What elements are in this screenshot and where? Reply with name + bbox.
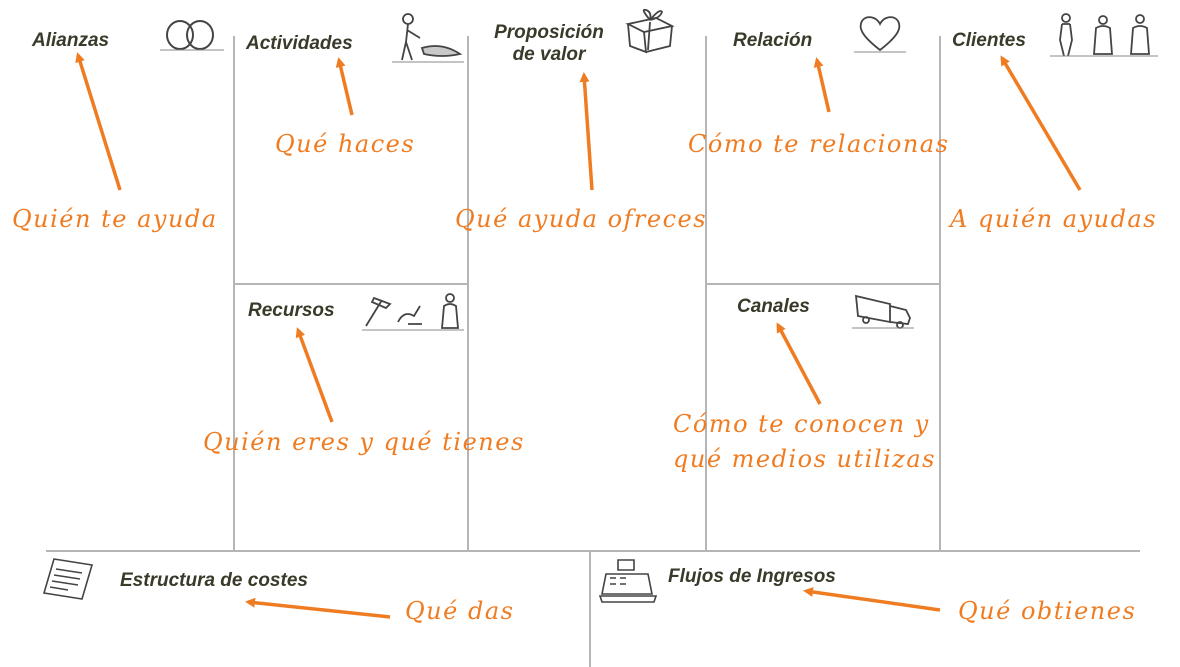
title-clientes: Clientes	[952, 30, 1026, 51]
hint-canales-line1: Cómo te conocen y	[673, 410, 930, 438]
arrow-clientes	[1000, 55, 1082, 191]
title-relacion: Relación	[733, 30, 813, 51]
title-actividades: Actividades	[246, 33, 353, 54]
title-recursos: Recursos	[248, 300, 335, 321]
arrow-recursos	[295, 327, 334, 423]
arrow-relacion	[813, 57, 831, 113]
title-propuesta-line1: Proposición	[494, 22, 604, 43]
title-alianzas: Alianzas	[32, 30, 110, 51]
title-ingresos: Flujos de Ingresos	[668, 566, 836, 587]
arrow-alianzas	[75, 52, 122, 191]
hint-clientes: A quién ayudas	[950, 205, 1158, 233]
title-canales: Canales	[737, 296, 810, 317]
hint-actividades: Qué haces	[275, 130, 416, 158]
hint-ingresos: Qué obtienes	[958, 597, 1137, 625]
receipt-icon	[42, 558, 94, 600]
heart-icon	[854, 16, 906, 53]
hint-recursos: Quién eres y qué tienes	[203, 428, 525, 456]
arrow-costes	[245, 597, 391, 619]
tools-icon	[362, 293, 464, 331]
rings-icon	[160, 20, 224, 51]
truck-icon	[852, 294, 914, 329]
cash-register-icon	[598, 559, 658, 603]
hint-canales-line2: qué medios utilizas	[673, 445, 936, 473]
arrow-canales	[776, 322, 822, 405]
grid-lines	[46, 36, 1140, 667]
people-icon	[1050, 13, 1158, 57]
title-propuesta: Proposición de valor	[484, 22, 614, 66]
arrow-propuesta	[579, 72, 594, 191]
arrows	[75, 52, 1082, 619]
arrow-ingresos	[803, 587, 941, 612]
title-costes: Estructura de costes	[120, 570, 308, 591]
hint-costes: Qué das	[405, 597, 515, 625]
title-propuesta-line2: de valor	[512, 44, 586, 65]
hint-propuesta: Qué ayuda ofreces	[455, 205, 708, 233]
worker-icon	[392, 13, 464, 63]
hint-relacion: Cómo te relacionas	[688, 130, 950, 158]
arrow-actividades	[335, 57, 354, 116]
gift-icon	[625, 8, 675, 54]
hint-alianzas: Quién te ayuda	[12, 205, 218, 233]
